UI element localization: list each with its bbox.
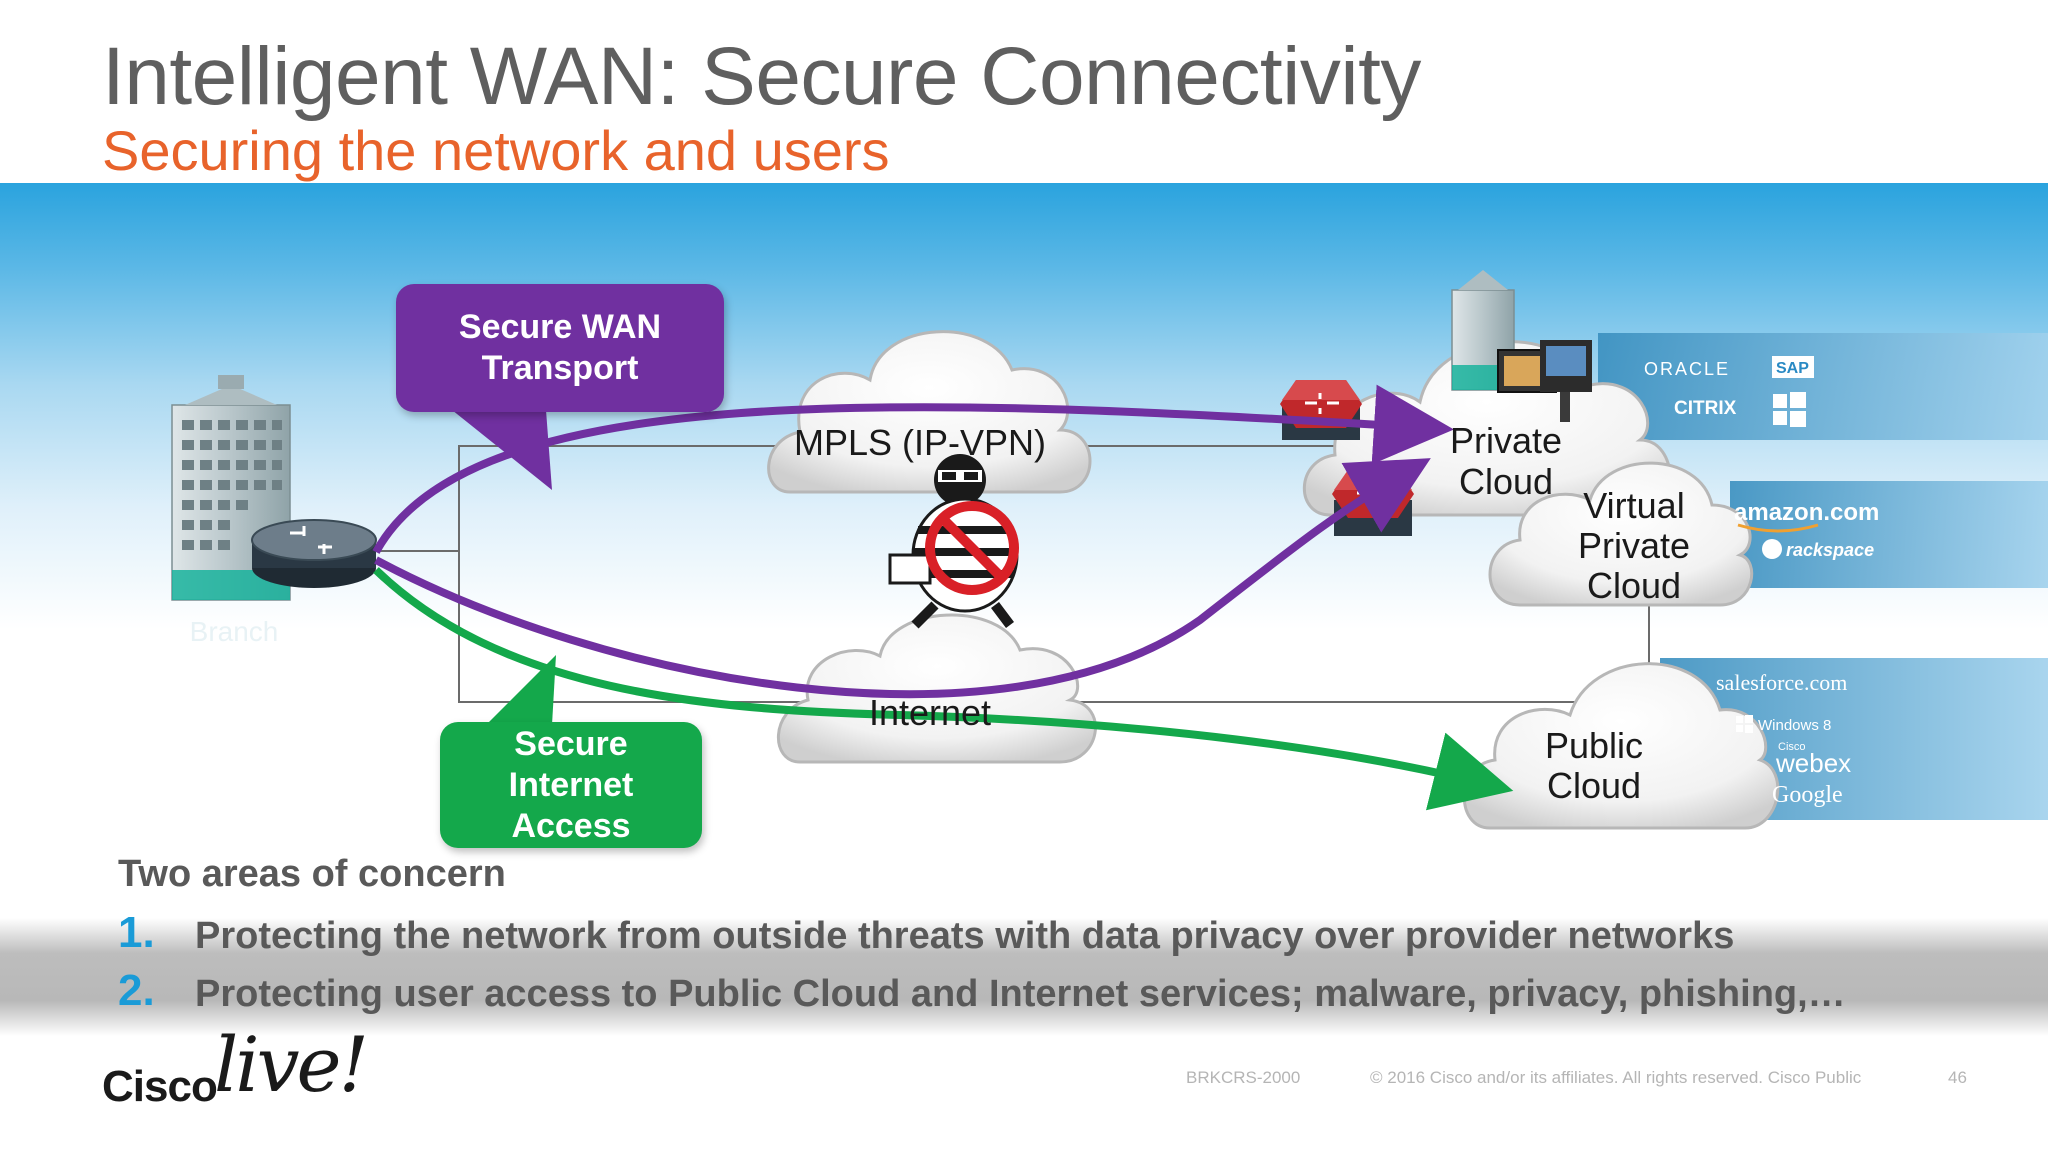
secure-internet-line-2: Internet bbox=[508, 765, 634, 804]
rackspace-logo: rackspace bbox=[1786, 540, 1874, 560]
google-logo: Google bbox=[1772, 782, 1843, 808]
concerns-heading: Two areas of concern bbox=[118, 853, 506, 895]
salesforce-logo: salesforce.com bbox=[1716, 670, 1847, 695]
branch-label: Branch bbox=[190, 616, 279, 647]
secure-wan-line-1: Secure WAN bbox=[458, 308, 662, 346]
branch-router-icon bbox=[251, 519, 377, 588]
amazon-smile-icon bbox=[1737, 523, 1819, 533]
public-cloud-label-2: Cloud bbox=[1547, 765, 1641, 806]
concern-number-1: 1. bbox=[118, 908, 155, 957]
mpls-label: MPLS (IP-VPN) bbox=[794, 422, 1046, 463]
datacenter-building bbox=[1451, 270, 1592, 422]
windows-logo-icon bbox=[1773, 392, 1806, 427]
citrix-logo: CITRIX bbox=[1674, 398, 1737, 419]
windows8-icon bbox=[1736, 715, 1753, 733]
internet-path-public bbox=[373, 567, 1514, 811]
secure-wan-line-2: Transport bbox=[481, 349, 639, 387]
page-title: Intelligent WAN: Secure Connectivity bbox=[102, 31, 1421, 122]
windows8-logo: Windows 8 bbox=[1758, 717, 1831, 734]
cisco-live-logo: live! bbox=[214, 1020, 369, 1109]
private-cloud-label-1: Private bbox=[1450, 420, 1562, 461]
concern-text-1: Protecting the network from outside thre… bbox=[195, 915, 1735, 957]
virtual-private-cloud bbox=[1488, 461, 1754, 607]
private-router-icon bbox=[1280, 380, 1362, 440]
network-diagram: Branch MPLS (IP-VPN) Internet Private Cl… bbox=[171, 270, 2048, 830]
private-provider-strip bbox=[1598, 333, 2048, 440]
webex-logo: webex bbox=[1775, 748, 1851, 778]
virtual-cloud-label-1: Virtual bbox=[1583, 485, 1684, 526]
no-entry-icon bbox=[925, 501, 1019, 595]
copyright-notice: © 2016 Cisco and/or its affiliates. All … bbox=[1370, 1068, 1862, 1087]
internet-callout-tail bbox=[486, 655, 556, 725]
wan-path-private bbox=[372, 384, 1454, 554]
secure-wan-callout: Secure WAN Transport bbox=[396, 284, 724, 412]
gray-highlight-band bbox=[0, 918, 2048, 1036]
virtual-router-icon bbox=[1332, 470, 1414, 536]
concern-text-2: Protecting user access to Public Cloud a… bbox=[195, 973, 1846, 1015]
page-number: 46 bbox=[1948, 1068, 1967, 1087]
secure-internet-line-1: Secure bbox=[514, 724, 628, 763]
wan-callout-tail bbox=[452, 410, 552, 490]
cisco-small-logo: Cisco bbox=[1778, 741, 1806, 753]
public-cloud-label-1: Public bbox=[1545, 725, 1643, 766]
internet-cloud bbox=[777, 613, 1097, 764]
secure-internet-callout: Secure Internet Access bbox=[440, 722, 702, 848]
virtual-provider-strip bbox=[1730, 481, 2048, 588]
internet-label: Internet bbox=[869, 692, 991, 733]
mpls-cloud bbox=[767, 330, 1092, 494]
concern-number-2: 2. bbox=[118, 966, 155, 1015]
virtual-cloud-label-3: Cloud bbox=[1587, 565, 1681, 606]
oracle-logo: ORACLE bbox=[1644, 359, 1730, 379]
rackspace-icon bbox=[1762, 539, 1782, 559]
page-subtitle: Securing the network and users bbox=[102, 119, 890, 182]
virtual-cloud-label-2: Private bbox=[1578, 525, 1690, 566]
sap-logo-box bbox=[1772, 356, 1814, 378]
private-cloud-label-2: Cloud bbox=[1459, 461, 1553, 502]
session-code: BRKCRS-2000 bbox=[1186, 1068, 1301, 1087]
amazon-logo: amazon.com bbox=[1734, 499, 1879, 526]
secure-internet-line-3: Access bbox=[511, 806, 631, 845]
cisco-logo: Cisco bbox=[102, 1062, 218, 1111]
sap-logo: SAP bbox=[1776, 360, 1809, 377]
wan-path-virtual bbox=[374, 458, 1431, 699]
